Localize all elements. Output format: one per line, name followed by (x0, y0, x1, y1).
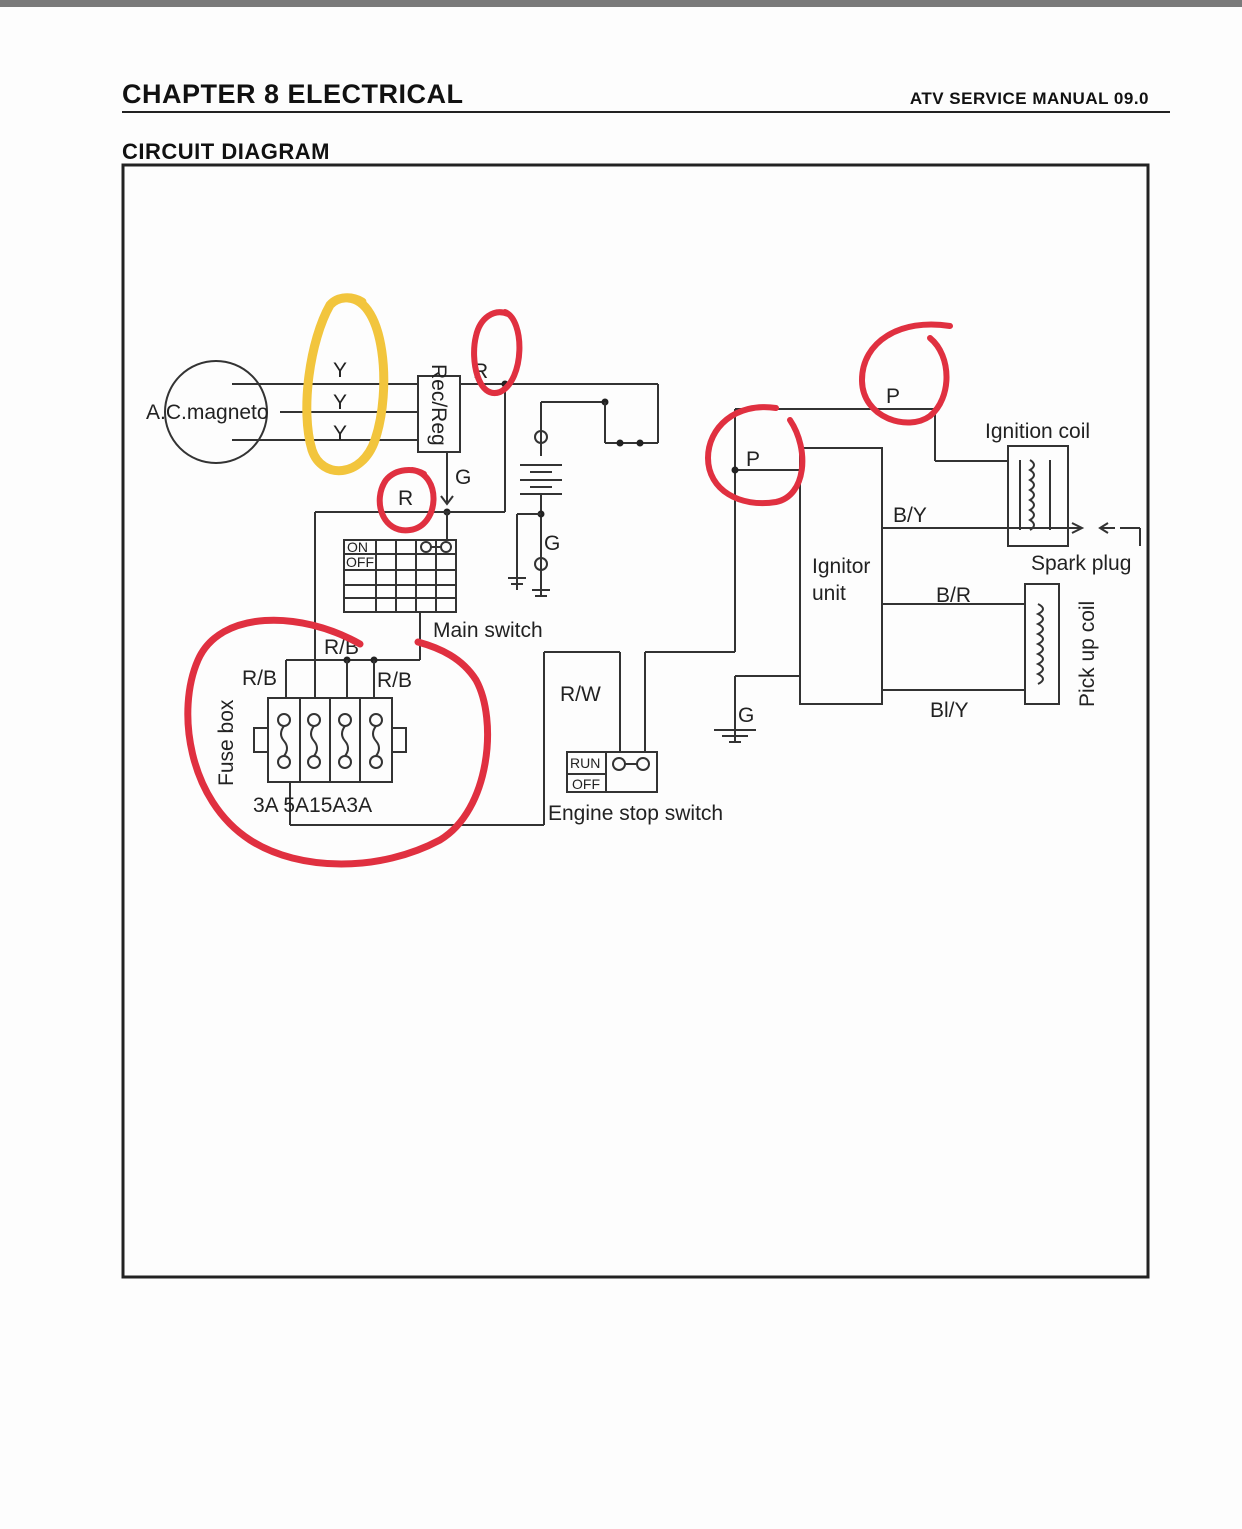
wire-label-g-ground: G (738, 704, 754, 727)
wire-label-rb-left: R/B (242, 667, 277, 690)
ignition-coil-label: Ignition coil (985, 420, 1090, 443)
r-wire (315, 380, 659, 516)
ignitor-unit-line2: unit (812, 582, 846, 605)
main-switch-off: OFF (346, 554, 374, 570)
main-switch-on: ON (347, 539, 368, 555)
fuse-box-label: Fuse box (215, 699, 238, 786)
ignitor-unit-box (799, 447, 883, 705)
spark-plug-label: Spark plug (1031, 552, 1131, 575)
wire-label-y3: Y (333, 422, 347, 445)
p-wires (731, 408, 1008, 652)
wire-label-rb-right: R/B (377, 669, 412, 692)
engine-stop-run: RUN (570, 755, 600, 771)
wire-label-by: B/Y (893, 504, 927, 527)
rec-reg-box (417, 375, 461, 453)
red-annotation-p-mid (704, 404, 806, 507)
ac-magneto-label: A.C.magneto (146, 401, 269, 424)
engine-stop-label: Engine stop switch (548, 802, 723, 825)
diagram-frame (121, 163, 1150, 1279)
pick-up-coil (882, 583, 1060, 705)
chapter-title: CHAPTER 8 ELECTRICAL (122, 79, 464, 109)
section-title: CIRCUIT DIAGRAM (122, 139, 330, 164)
manual-title: ATV SERVICE MANUAL 09.0 (909, 89, 1149, 108)
red-annotation-r-top (471, 309, 523, 396)
battery-assembly (508, 398, 658, 597)
main-switch-label: Main switch (433, 619, 543, 642)
wire-label-p-mid: P (746, 448, 760, 471)
ignitor-ground (714, 675, 800, 743)
main-switch (343, 512, 457, 660)
wire-label-r-switch: R (398, 487, 413, 510)
red-annotation-r-switch (376, 467, 437, 534)
red-annotation-p-top (858, 321, 953, 426)
wire-label-rw: R/W (560, 683, 601, 706)
engine-stop-wiring (543, 651, 735, 825)
annotations (184, 293, 953, 868)
wire-label-br: B/R (936, 584, 971, 607)
wire-label-g-rec: G (455, 466, 471, 489)
ignitor-unit-line1: Ignitor (812, 555, 870, 578)
red-annotation-fuse-box (184, 616, 492, 868)
ignition-coil (1007, 445, 1141, 547)
wire-label-y2: Y (333, 391, 347, 414)
rec-reg-label: Rec/Reg (427, 364, 450, 446)
wire-label-bly: Bl/Y (930, 699, 969, 722)
wire-label-g-battery: G (544, 532, 560, 555)
ac-magneto-circle (164, 360, 268, 464)
header-rule (122, 111, 1170, 113)
pick-up-coil-label: Pick up coil (1076, 601, 1099, 707)
wire-label-p-top: P (886, 385, 900, 408)
fuse-box (253, 656, 544, 826)
top-bar (0, 0, 1242, 7)
engine-stop-off: OFF (572, 776, 600, 792)
yellow-annotation (302, 293, 389, 476)
fuse-ratings: 3A 5A15A3A (253, 794, 372, 817)
wire-label-y1: Y (333, 359, 347, 382)
